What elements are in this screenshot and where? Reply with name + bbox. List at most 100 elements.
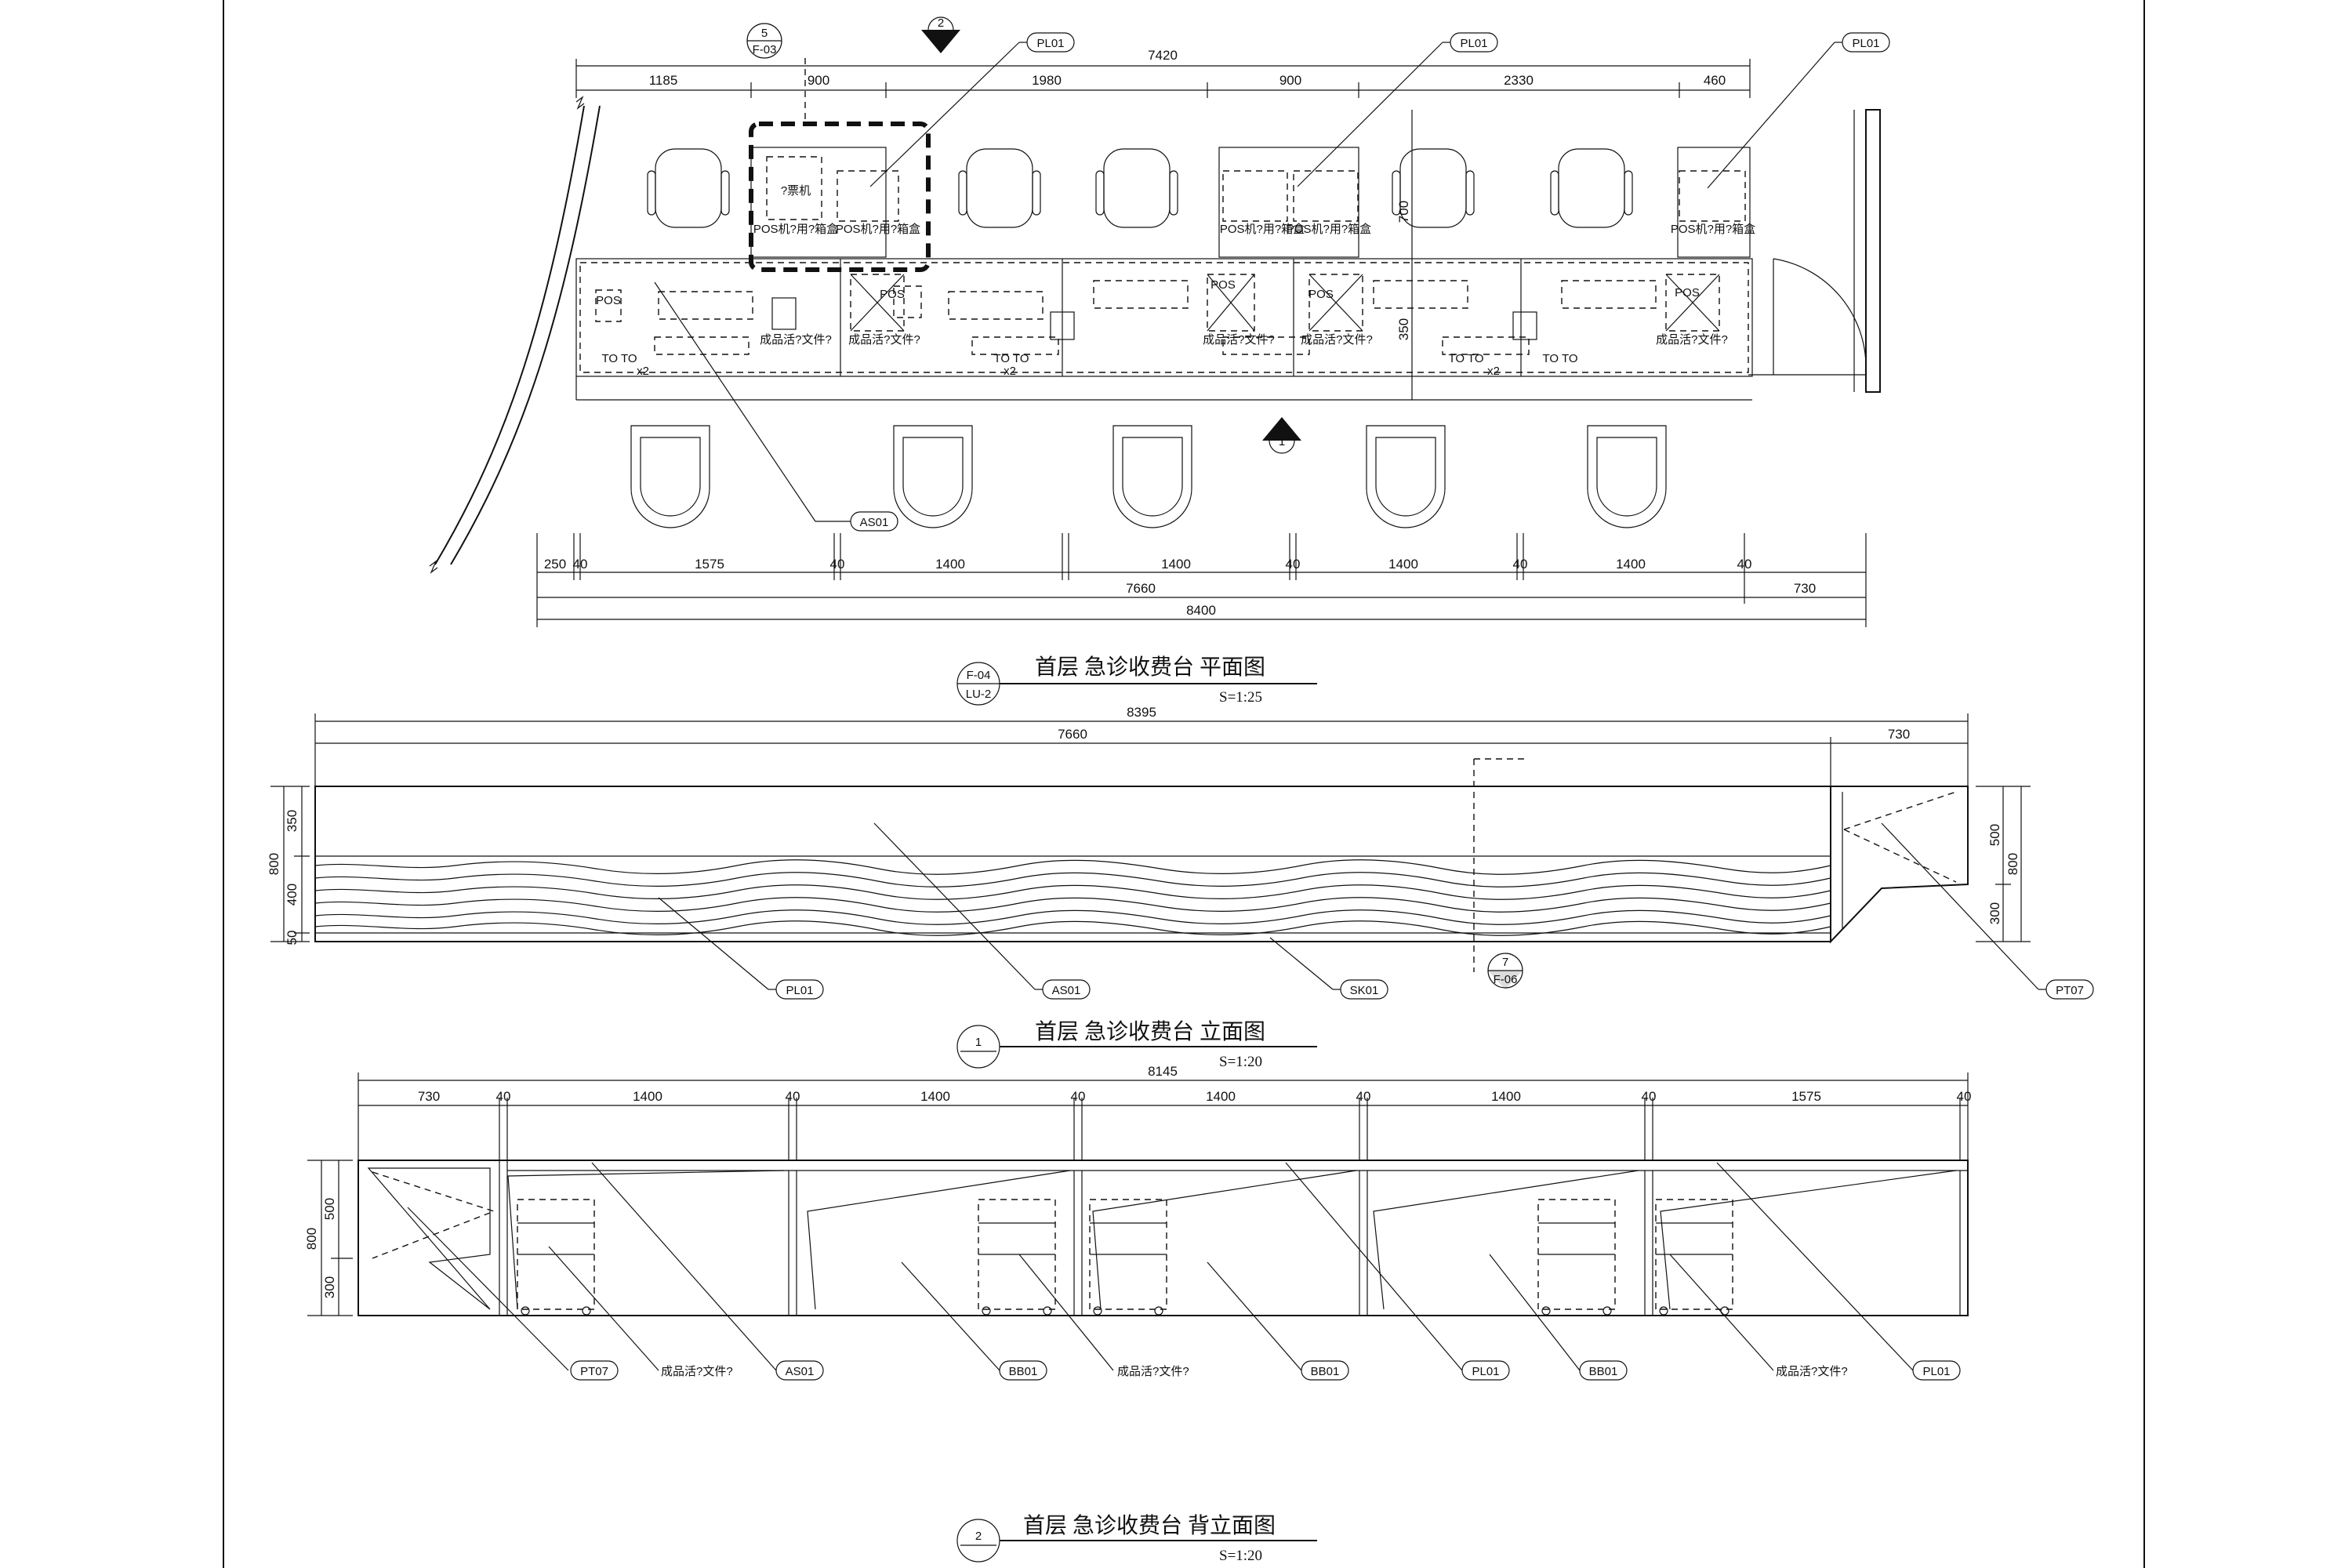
- socket-label: TO TO: [1542, 352, 1577, 365]
- pos-label: POS: [1675, 286, 1700, 299]
- plan-top-dim: 900: [808, 73, 829, 88]
- back-title: 首层 急诊收费台 背立面图: [1023, 1513, 1276, 1538]
- elev-left-dim: 350: [285, 810, 299, 832]
- back-num: 2: [975, 1530, 982, 1543]
- svg-text:AS01: AS01: [860, 516, 889, 529]
- pos-box-label: POS机?用?箱盒: [836, 223, 920, 236]
- elev-tag: PT07: [2045, 979, 2094, 1000]
- plan-bottom-dim: 40: [1737, 557, 1752, 572]
- back-dim: 40: [1957, 1089, 1972, 1104]
- svg-text:1: 1: [1279, 435, 1285, 448]
- small-label: x2: [637, 365, 649, 378]
- elev-left-dim: 400: [285, 884, 299, 906]
- svg-text:F-06: F-06: [1494, 973, 1518, 986]
- svg-text:BB01: BB01: [1589, 1365, 1618, 1378]
- svg-text:AS01: AS01: [1052, 984, 1081, 997]
- back-left-total: 800: [304, 1228, 319, 1250]
- plan-bottom-dim: 1575: [695, 557, 724, 572]
- plan-ref-bottom: LU-2: [966, 688, 992, 701]
- back-left-dim: 300: [322, 1276, 337, 1298]
- svg-text:BB01: BB01: [1009, 1365, 1038, 1378]
- plan-title-block: F-04 LU-2 首层 急诊收费台 平面图 S=1:25: [956, 655, 1317, 706]
- plan-side-dim: 700: [1396, 201, 1411, 223]
- elev-right-dim: 300: [1987, 902, 2002, 924]
- plan-side-dim: 350: [1396, 318, 1411, 340]
- svg-text:5: 5: [761, 27, 768, 40]
- plan-bottom-right: 730: [1794, 581, 1816, 596]
- back-tag: BB01: [999, 1360, 1047, 1381]
- sheet-border: [223, 0, 2145, 1568]
- host-label: ?票机: [781, 184, 811, 198]
- elev-title-block: 1 首层 急诊收费台 立面图 S=1:20: [956, 1019, 1317, 1070]
- plan-tag-as: AS01: [850, 511, 898, 532]
- plan-view: 7420 1185 900 1980 900 2330 460: [429, 16, 1890, 706]
- svg-text:PT07: PT07: [580, 1365, 608, 1378]
- elev-left-dim: 50: [285, 931, 299, 946]
- curved-wall: [434, 105, 585, 565]
- plan-scale: S=1:25: [1219, 689, 1262, 706]
- back-title-block: 2 首层 急诊收费台 背立面图 S=1:20: [956, 1513, 1317, 1564]
- section-reference: 7 F-06: [1487, 953, 1523, 989]
- svg-text:PT07: PT07: [2056, 984, 2084, 997]
- chairs-back-row: [647, 148, 1633, 228]
- section-marker-top: 2: [921, 16, 960, 53]
- pos-label: POS: [1210, 278, 1236, 292]
- back-dim: 40: [1642, 1089, 1657, 1104]
- pos-label: POS: [596, 294, 621, 307]
- svg-text:PL01: PL01: [1036, 37, 1064, 50]
- plan-title: 首层 急诊收费台 平面图: [1035, 655, 1265, 680]
- back-tag: BB01: [1301, 1360, 1349, 1381]
- pos-box-label: POS机?用?箱盒: [1287, 223, 1371, 236]
- socket-label: TO TO: [993, 352, 1029, 365]
- plan-top-dim: 900: [1279, 73, 1301, 88]
- plan-bottom-dim: 1400: [1616, 557, 1646, 572]
- svg-text:PL01: PL01: [786, 984, 813, 997]
- back-dim: 1400: [920, 1089, 950, 1104]
- supplies-label: 成品活?文件?: [848, 333, 920, 347]
- chairs-front-row: [630, 425, 1667, 528]
- supplies-label: 成品活?文件?: [760, 333, 832, 347]
- plan-ref-top: F-04: [967, 669, 991, 682]
- plan-tag-pl: PL01: [1842, 32, 1890, 53]
- back-dim: 40: [786, 1089, 800, 1104]
- back-dim: 1400: [633, 1089, 662, 1104]
- elev-dim: 730: [1888, 727, 1910, 742]
- front-elevation: 8395 7660 730 7 F-06: [267, 705, 2094, 1070]
- elev-tag: SK01: [1340, 979, 1388, 1000]
- pos-box-label: POS机?用?箱盒: [1220, 223, 1305, 236]
- plan-bottom-dim: 1400: [1161, 557, 1191, 572]
- plan-top-dim: 1185: [649, 73, 678, 88]
- elev-dim: 7660: [1058, 727, 1087, 742]
- svg-text:2: 2: [938, 16, 944, 30]
- supplies-label: 成品活?文件?: [1301, 333, 1373, 347]
- pos-label: POS: [880, 288, 905, 301]
- pos-box-label: POS机?用?箱盒: [1671, 223, 1755, 236]
- drawer-pedestals: [517, 1199, 1733, 1316]
- plan-bottom-dim: 1400: [935, 557, 965, 572]
- plan-bottom-dim: 40: [573, 557, 588, 572]
- plan-bottom-dim: 40: [830, 557, 845, 572]
- elev-scale: S=1:20: [1219, 1054, 1262, 1070]
- plan-top-total: 7420: [1148, 48, 1178, 63]
- back-tag: BB01: [1579, 1360, 1628, 1381]
- door-swing: [1773, 258, 1867, 369]
- plan-bottom-total: 7660: [1126, 581, 1156, 596]
- elev-left-total: 800: [267, 853, 281, 875]
- elev-total: 8395: [1127, 705, 1156, 720]
- elev-tag: PL01: [775, 979, 824, 1000]
- svg-text:PL01: PL01: [1472, 1365, 1499, 1378]
- svg-text:BB01: BB01: [1311, 1365, 1340, 1378]
- plan-tag-pl: PL01: [1450, 32, 1498, 53]
- back-dim: 1400: [1491, 1089, 1521, 1104]
- elev-title: 首层 急诊收费台 立面图: [1035, 1019, 1265, 1044]
- right-wall: [1865, 109, 1881, 393]
- back-dim: 40: [496, 1089, 511, 1104]
- supplies-label: 成品活?文件?: [1203, 333, 1275, 347]
- counter-front-panel: [314, 786, 1831, 942]
- back-tag: PL01: [1461, 1360, 1510, 1381]
- plan-bottom-dim: 40: [1286, 557, 1301, 572]
- back-tag: PL01: [1912, 1360, 1961, 1381]
- section-marker-mid: 1: [1262, 417, 1301, 454]
- svg-text:AS01: AS01: [786, 1365, 815, 1378]
